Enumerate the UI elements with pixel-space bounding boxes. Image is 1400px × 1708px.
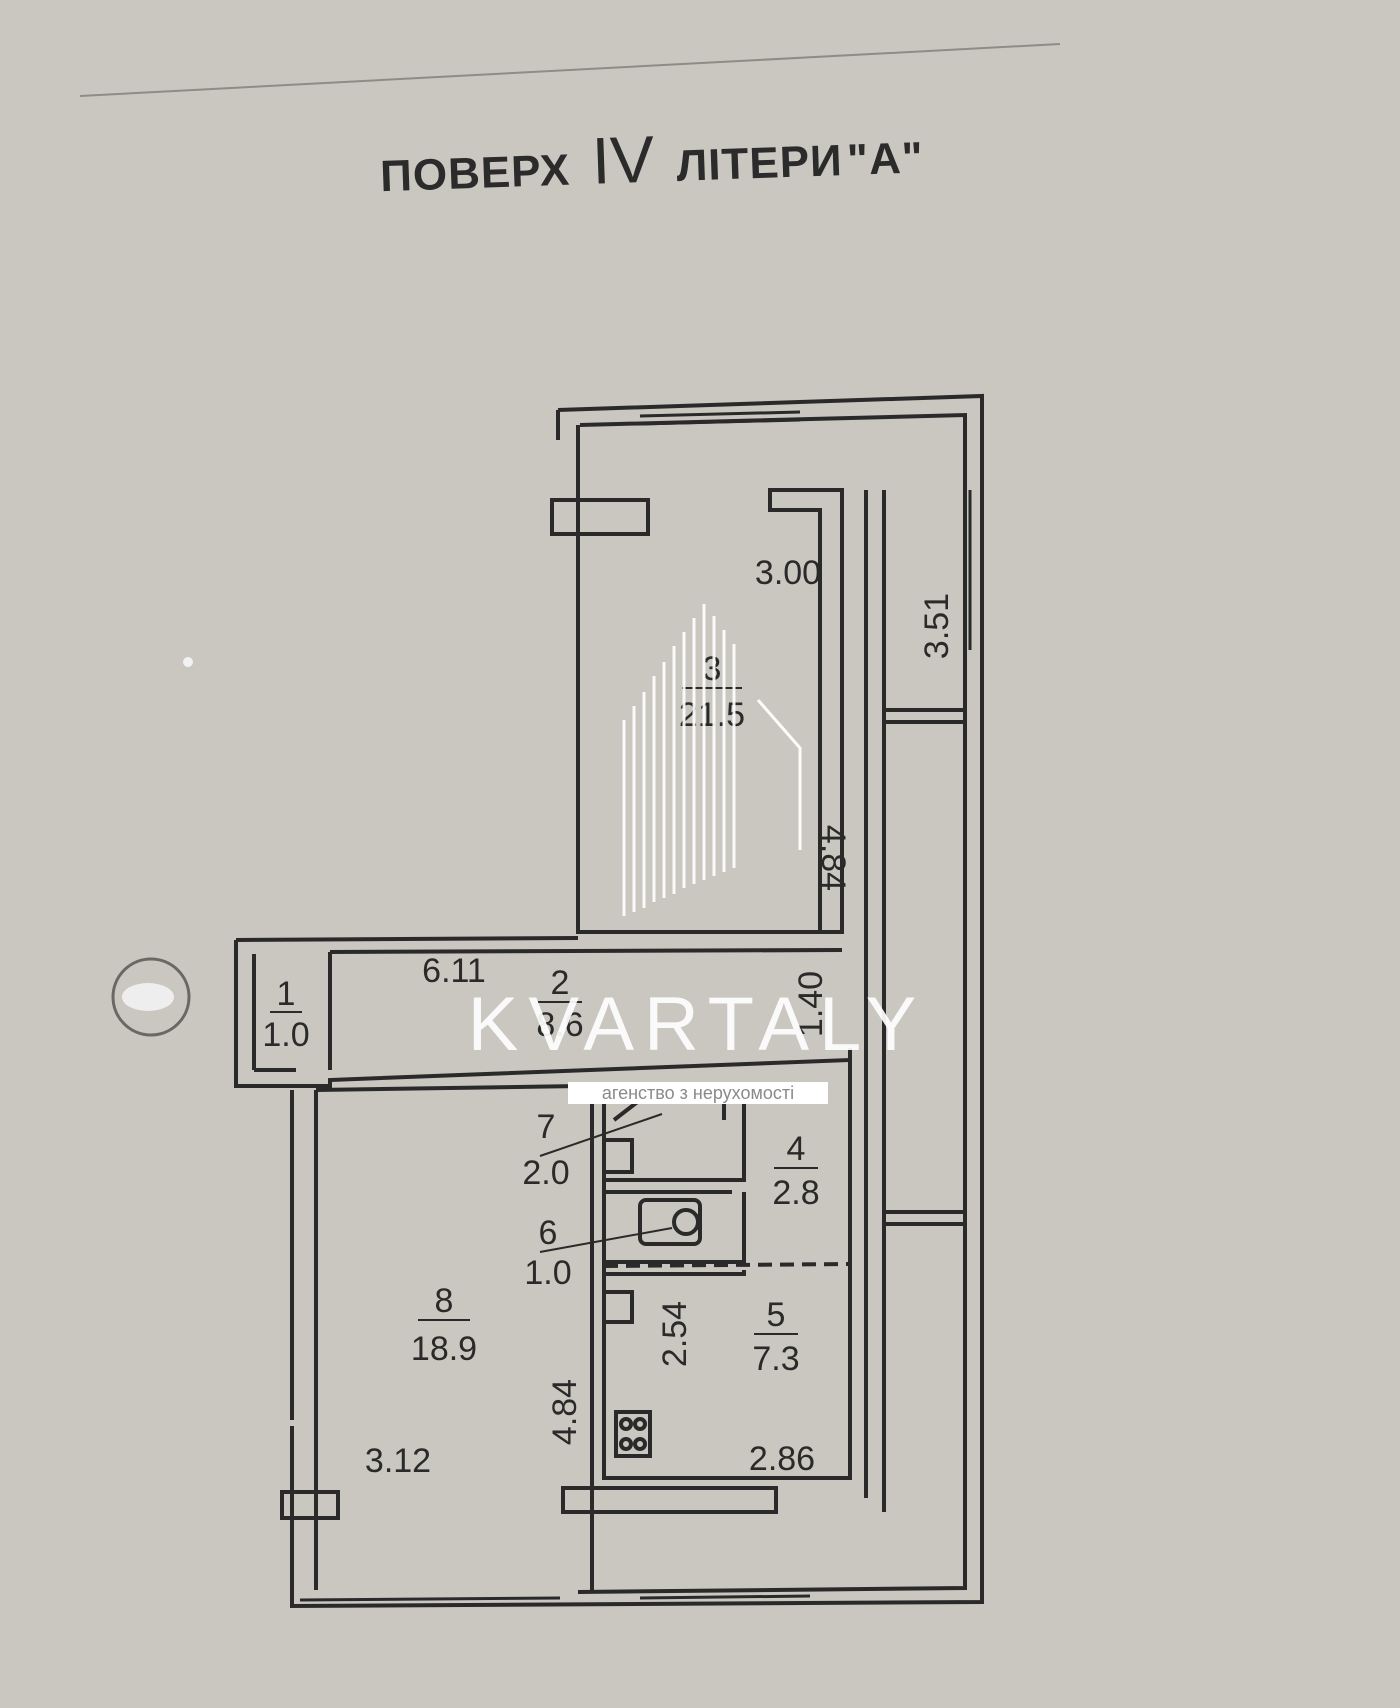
corridor-walls xyxy=(234,936,852,1088)
room5-number: 5 xyxy=(767,1296,786,1334)
vent-box-left xyxy=(280,1490,340,1520)
dim-room8-width: 3.12 xyxy=(365,1442,431,1480)
dim-hall-length: 6.11 xyxy=(422,952,486,990)
room8-area: 18.9 xyxy=(411,1330,477,1368)
sink-fixture xyxy=(602,1138,634,1174)
room6-area: 1.0 xyxy=(524,1254,571,1292)
room8-walls xyxy=(290,1084,581,1590)
stove-burner-4 xyxy=(633,1437,647,1451)
room6-number: 6 xyxy=(539,1214,558,1252)
window-bottom xyxy=(639,1594,811,1600)
dim-room5-width: 2.86 xyxy=(749,1440,815,1478)
dim-balcony-length: 3.51 xyxy=(918,593,956,659)
room5-area: 7.3 xyxy=(752,1340,799,1378)
stove-burner-3 xyxy=(619,1437,633,1451)
paper-marks xyxy=(79,43,1061,1037)
room4-number: 4 xyxy=(787,1130,806,1168)
dim-room5-length: 2.54 xyxy=(656,1301,694,1367)
top-rule-line xyxy=(79,43,1061,97)
watermark: KVARTALY агенство з нерухомості xyxy=(468,604,927,1104)
kitchen-sink xyxy=(602,1290,634,1324)
watermark-brand: KVARTALY xyxy=(468,982,927,1067)
room7-area: 2.0 xyxy=(522,1154,569,1192)
window-top-inner xyxy=(639,418,801,426)
room4-area: 2.8 xyxy=(772,1174,819,1212)
leader-room6 xyxy=(539,1227,673,1253)
toilet-bowl xyxy=(672,1208,700,1236)
room7-number: 7 xyxy=(537,1108,556,1146)
watermark-tagline-box xyxy=(568,1082,828,1104)
stamp-blur xyxy=(122,983,174,1011)
leader-lines xyxy=(539,1113,673,1253)
paper-speck xyxy=(183,657,193,667)
window-top xyxy=(639,410,801,418)
watermark-logo-bars xyxy=(622,604,802,916)
watermark-tagline: агенство з нерухомості xyxy=(602,1083,794,1103)
room3-walls xyxy=(576,425,844,934)
bathroom-walls xyxy=(590,1060,852,1590)
walls xyxy=(234,393,984,1609)
stamp-circle xyxy=(111,957,191,1037)
room2-area: 8.6 xyxy=(536,1006,583,1044)
stove-burner-2 xyxy=(633,1417,647,1431)
outer-wall xyxy=(290,393,984,1609)
dim-room3-width: 3.00 xyxy=(755,554,821,592)
dimension-labels: 3.00 3.51 4.84 6.11 1.40 2.54 2.86 4.84 … xyxy=(365,554,956,1480)
leader-room7 xyxy=(539,1113,663,1157)
dim-room8-length: 4.84 xyxy=(546,1379,584,1445)
dashed-partition xyxy=(603,1262,851,1268)
vent-box-top xyxy=(550,498,650,536)
room1-number: 1 xyxy=(277,975,296,1013)
windows xyxy=(299,410,972,1602)
wc-walls xyxy=(604,1088,746,1276)
kitchen-sill xyxy=(561,1486,778,1514)
stove-burner-1 xyxy=(619,1417,633,1431)
dim-room3-length: 4.84 xyxy=(814,825,852,891)
window-room8 xyxy=(299,1596,561,1602)
toilet-tank xyxy=(638,1198,702,1246)
room8-number: 8 xyxy=(435,1282,454,1320)
room2-number: 2 xyxy=(551,964,570,1002)
room3-number: 3 xyxy=(703,650,722,688)
stove xyxy=(614,1410,652,1458)
room1-area: 1.0 xyxy=(262,1016,309,1054)
dim-hall-width: 1.40 xyxy=(792,971,830,1037)
